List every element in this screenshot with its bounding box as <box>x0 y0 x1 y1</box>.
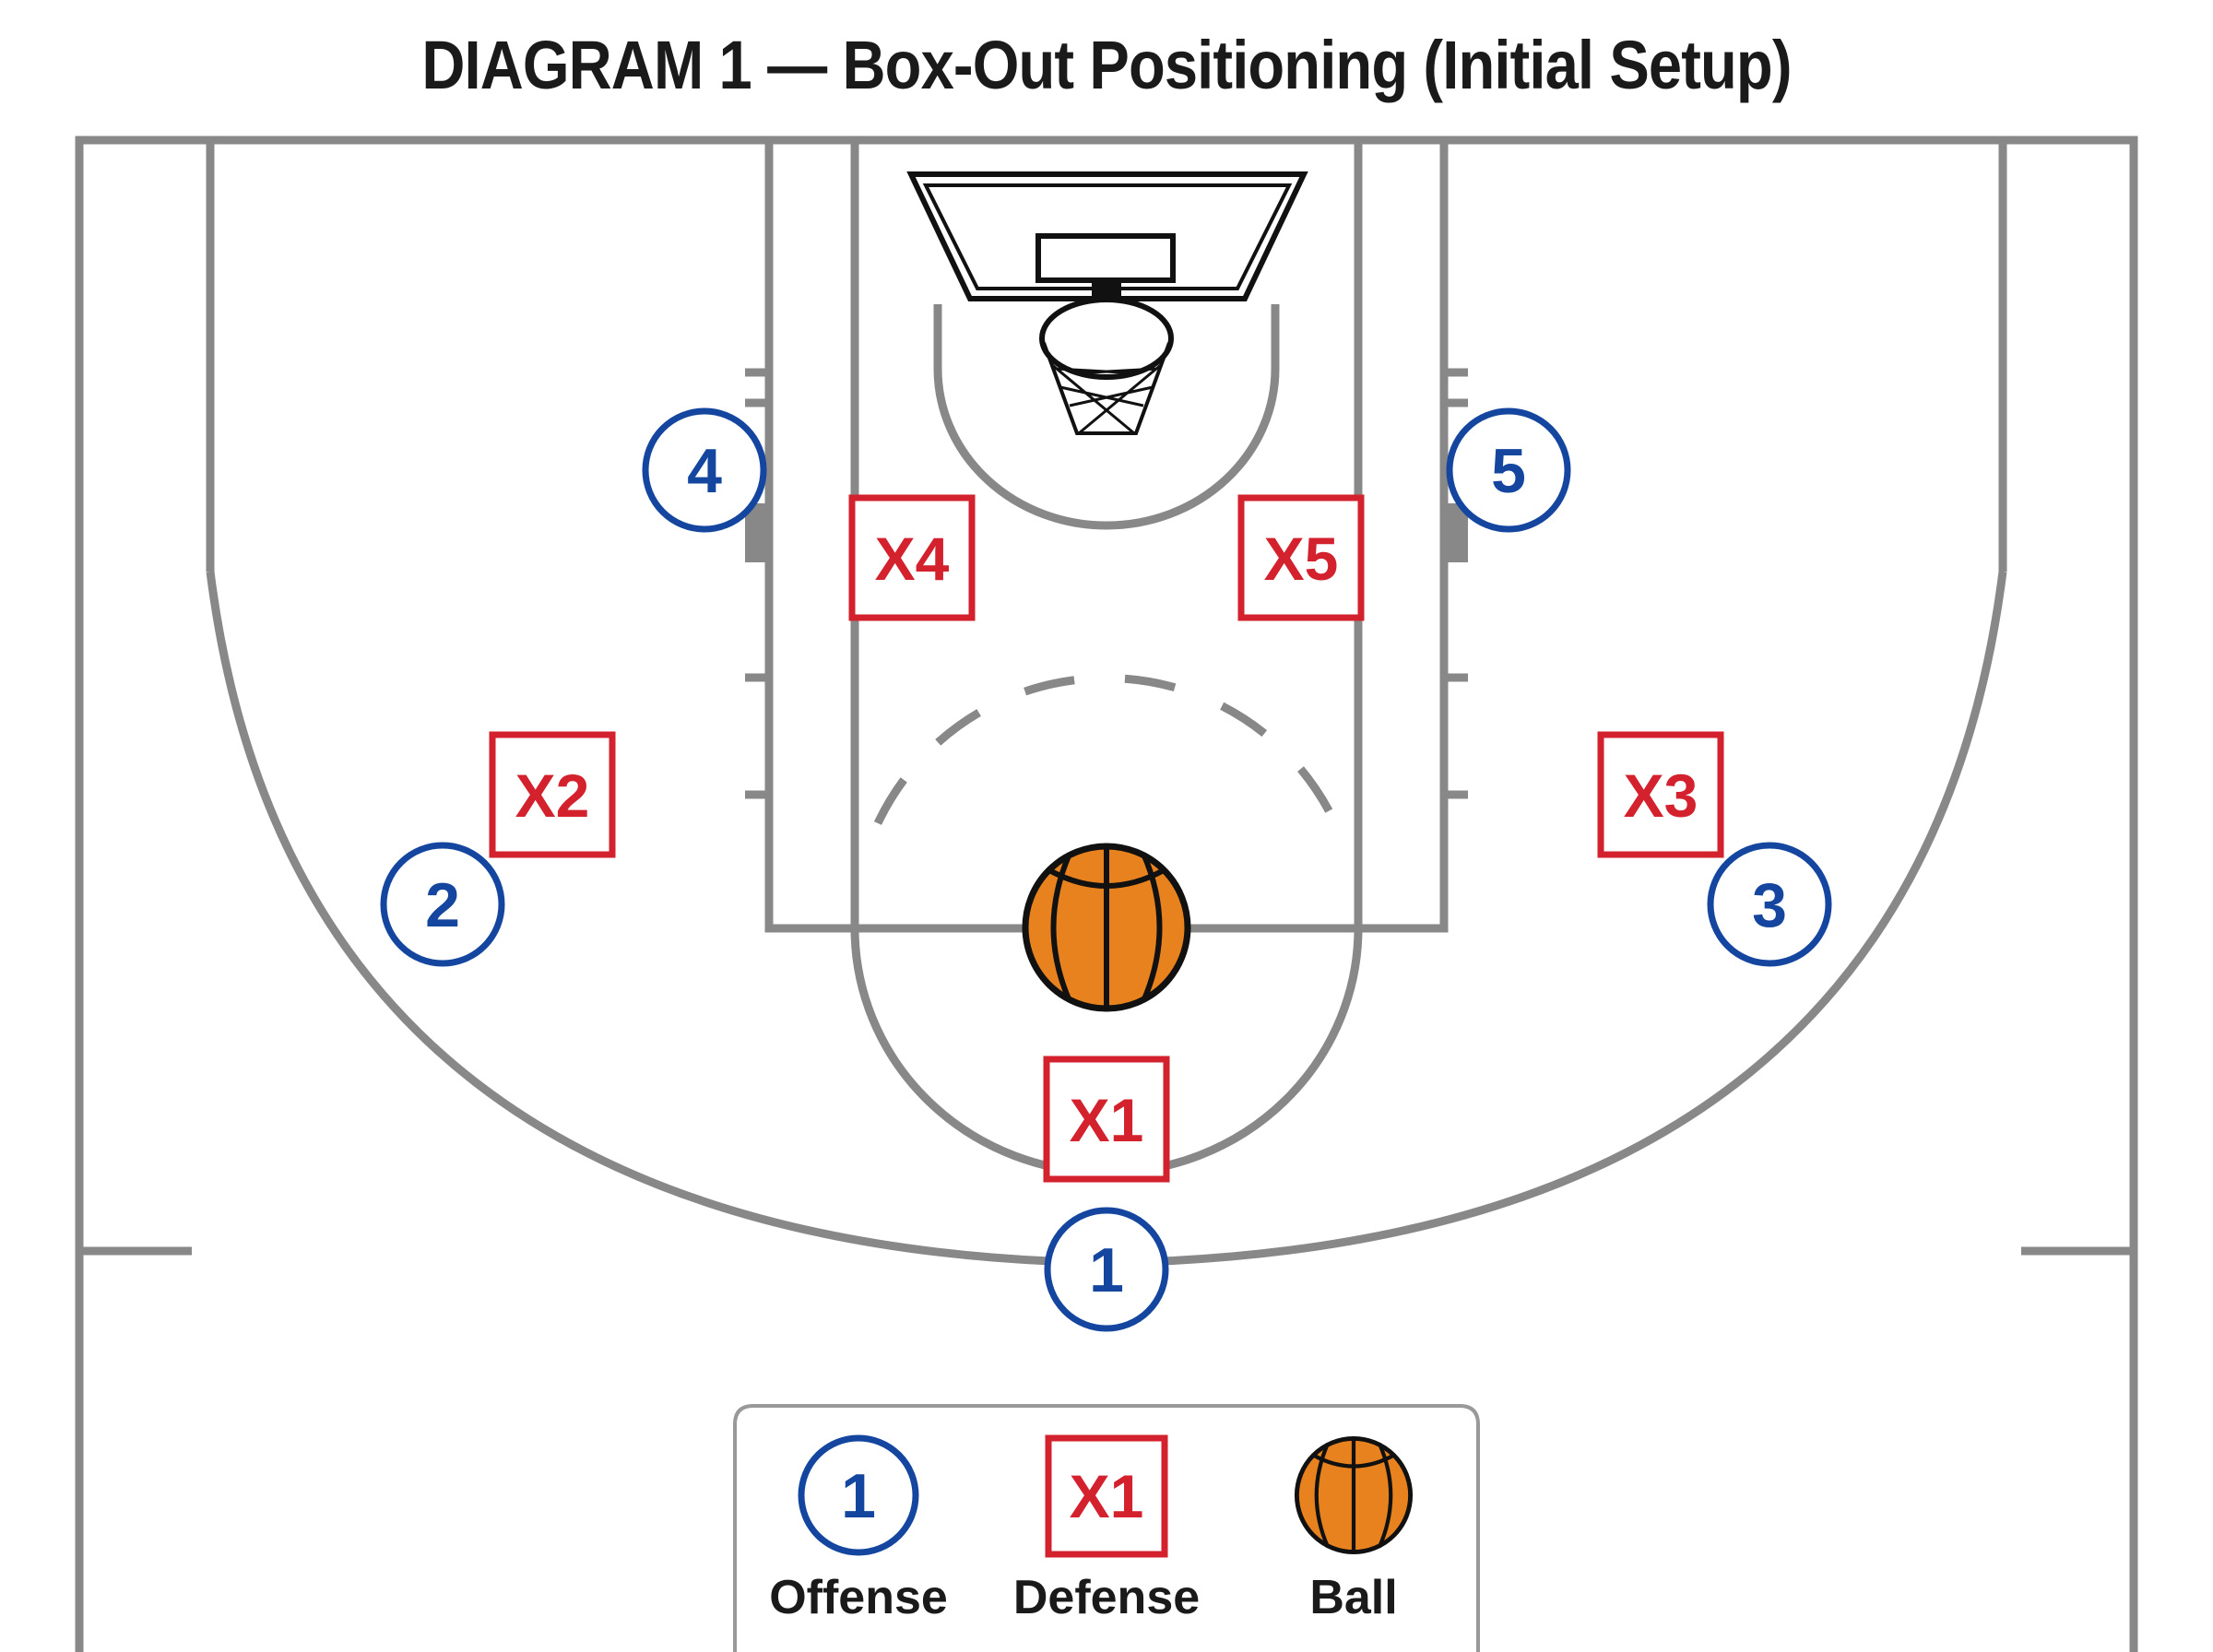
legend-defense: X1 Defense <box>1013 1434 1200 1624</box>
court-lines <box>75 136 2138 1652</box>
defense-player-label: X1 <box>1070 1086 1144 1154</box>
basketball-icon <box>1296 1438 1410 1552</box>
restricted-area-arc <box>933 304 1280 530</box>
offense-player: 5 <box>1446 407 1571 533</box>
lane-marks-left <box>745 368 769 799</box>
defense-player-label: X5 <box>1264 525 1339 593</box>
offense-player-number: 2 <box>425 870 460 940</box>
legend-ball-label: Ball <box>1309 1571 1397 1624</box>
legend-offense-symbol: 1 <box>841 1461 876 1531</box>
basketball-hoop-icon <box>906 171 1308 435</box>
defense-player: X5 <box>1237 494 1365 621</box>
offense-player-number: 3 <box>1752 870 1787 940</box>
basketball-icon <box>1025 846 1188 1009</box>
defense-player-label: X3 <box>1624 761 1698 830</box>
legend-defense-symbol: X1 <box>1070 1462 1144 1530</box>
offense-player-number: 4 <box>687 436 722 506</box>
free-throw-arc-top <box>873 674 1340 825</box>
defense-player-label: X2 <box>515 761 590 830</box>
offense-player: 4 <box>642 407 767 533</box>
defense-player: X3 <box>1597 731 1724 858</box>
defense-player-label: X4 <box>875 525 950 593</box>
legend: 1 Offense X1 Defense Ball <box>733 1404 1480 1652</box>
offense-player: 2 <box>380 842 505 967</box>
offense-player-number: 1 <box>1089 1235 1124 1305</box>
defense-player: X1 <box>1043 1056 1170 1183</box>
offense-player: 3 <box>1707 842 1832 967</box>
legend-offense-label: Offense <box>769 1571 948 1624</box>
defense-player: X2 <box>489 731 616 858</box>
defense-player: X4 <box>848 494 976 621</box>
offense-player-number: 5 <box>1491 436 1526 506</box>
court-boundary <box>75 136 2138 1652</box>
legend-ball: Ball <box>1296 1438 1410 1624</box>
diagram-title: DIAGRAM 1 — Box-Out Positioning (Initial… <box>421 27 1792 103</box>
legend-defense-label: Defense <box>1013 1571 1200 1624</box>
offense-player: 1 <box>1044 1207 1169 1332</box>
legend-offense: 1 Offense <box>769 1434 948 1624</box>
